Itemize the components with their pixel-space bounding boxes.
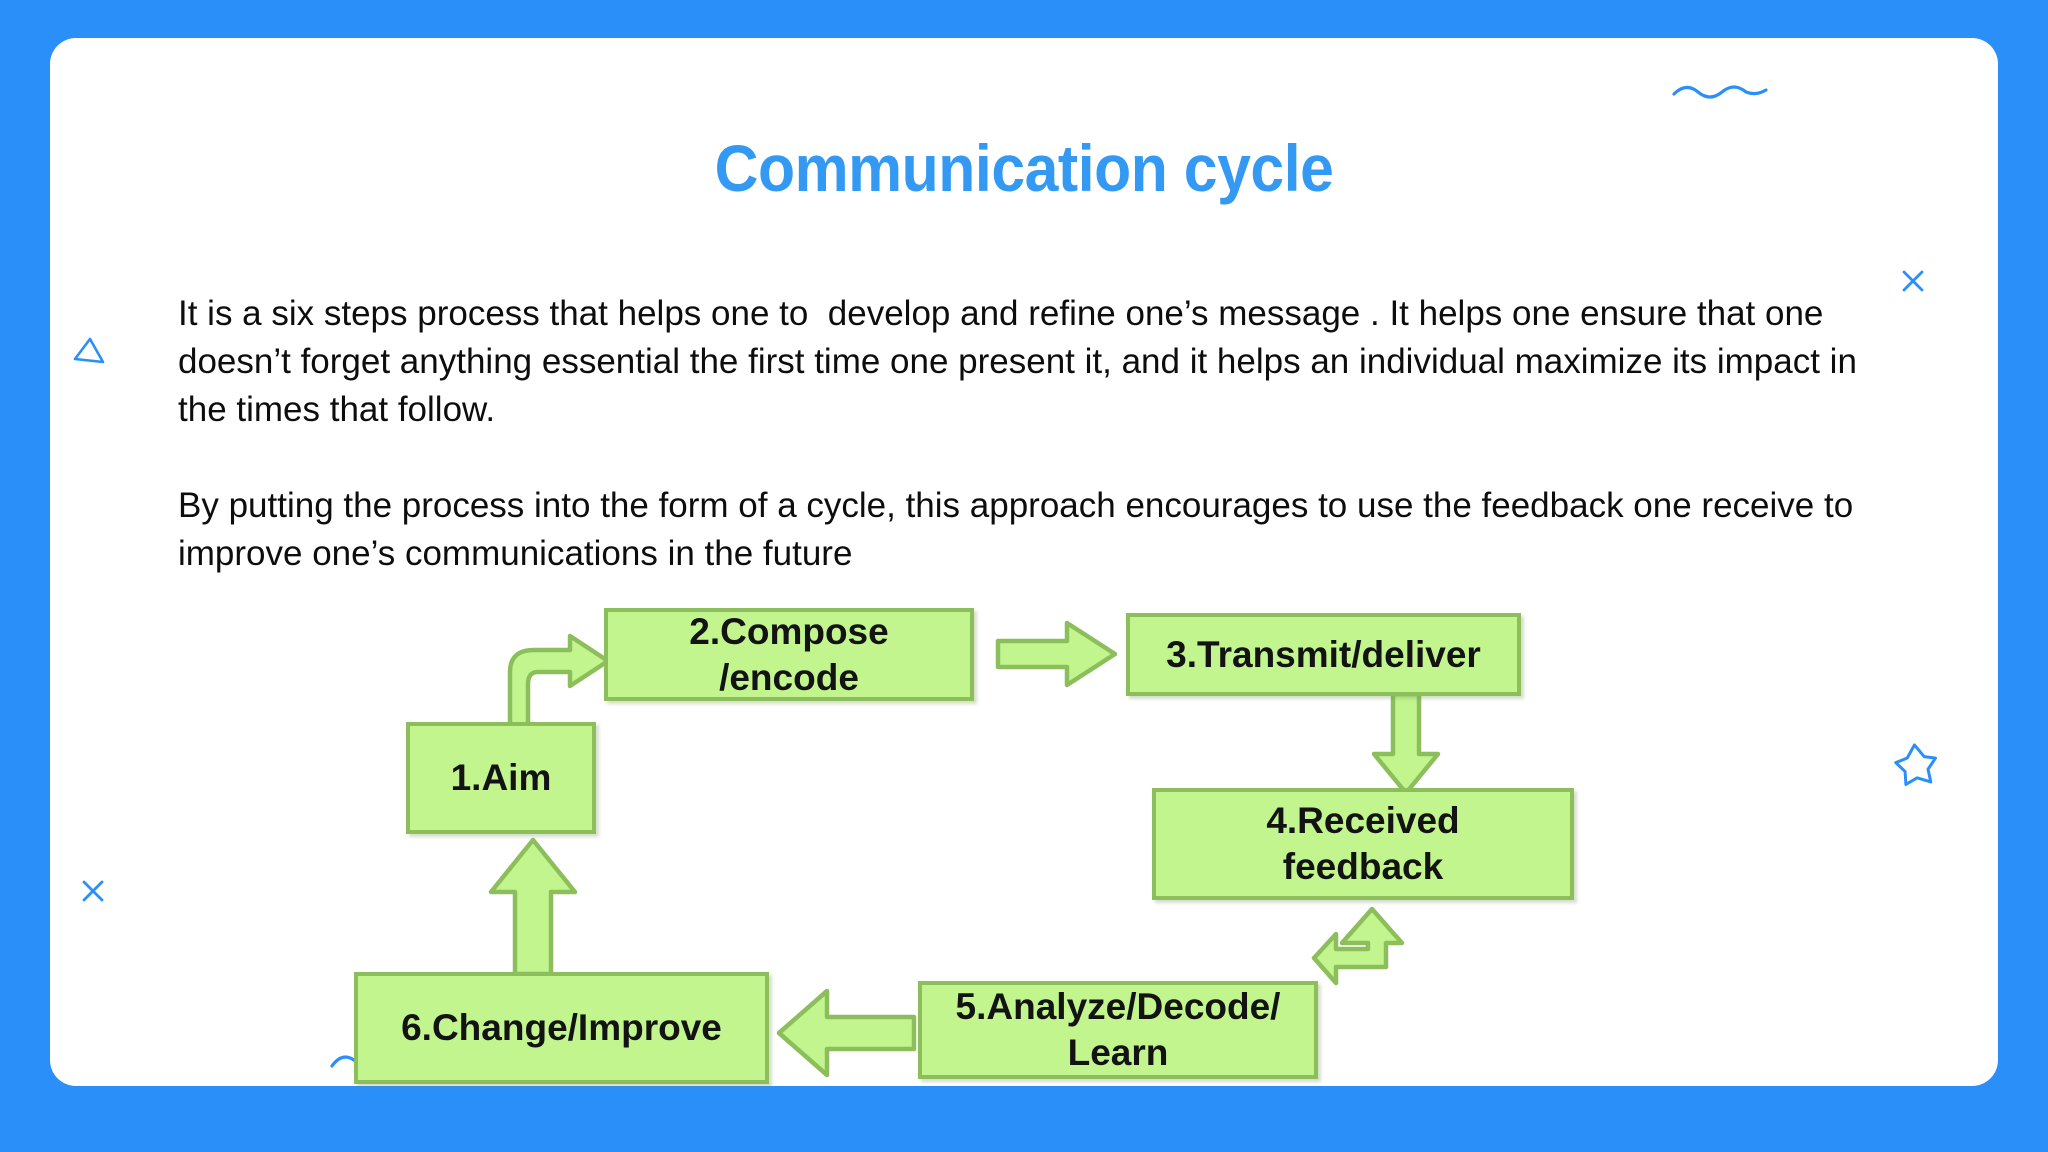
diagram-node-5-analyze-decode-learn[interactable]: 5.Analyze/Decode/ Learn — [918, 981, 1318, 1079]
diagram-node-3-transmit-deliver[interactable]: 3.Transmit/deliver — [1126, 613, 1521, 696]
arrow-change-to-aim — [487, 837, 579, 977]
close-icon — [80, 878, 106, 904]
diagram-node-6-change-improve[interactable]: 6.Change/Improve — [354, 972, 769, 1084]
triangle-icon — [72, 335, 106, 367]
body-paragraph-2: By putting the process into the form of … — [178, 486, 1863, 573]
arrow-transmit-to-feedback — [1368, 691, 1444, 796]
squiggle-icon — [1672, 78, 1768, 106]
diagram-node-2-compose-encode[interactable]: 2.Compose /encode — [604, 608, 974, 701]
arrow-analyze-to-change — [775, 985, 917, 1081]
slide-card — [50, 38, 1998, 1086]
body-paragraph-1: It is a six steps process that helps one… — [178, 294, 1867, 429]
page-title: Communication cycle — [714, 131, 1334, 205]
diagram-node-4-received-feedback[interactable]: 4.Received feedback — [1152, 788, 1574, 900]
arrow-aim-to-compose — [496, 628, 626, 739]
diagram-node-1-aim[interactable]: 1.Aim — [406, 722, 596, 834]
close-icon — [1900, 268, 1926, 294]
arrow-compose-to-transmit — [995, 616, 1120, 692]
star-icon — [1892, 740, 1938, 786]
arrow-feedback-to-analyze — [1310, 905, 1414, 995]
